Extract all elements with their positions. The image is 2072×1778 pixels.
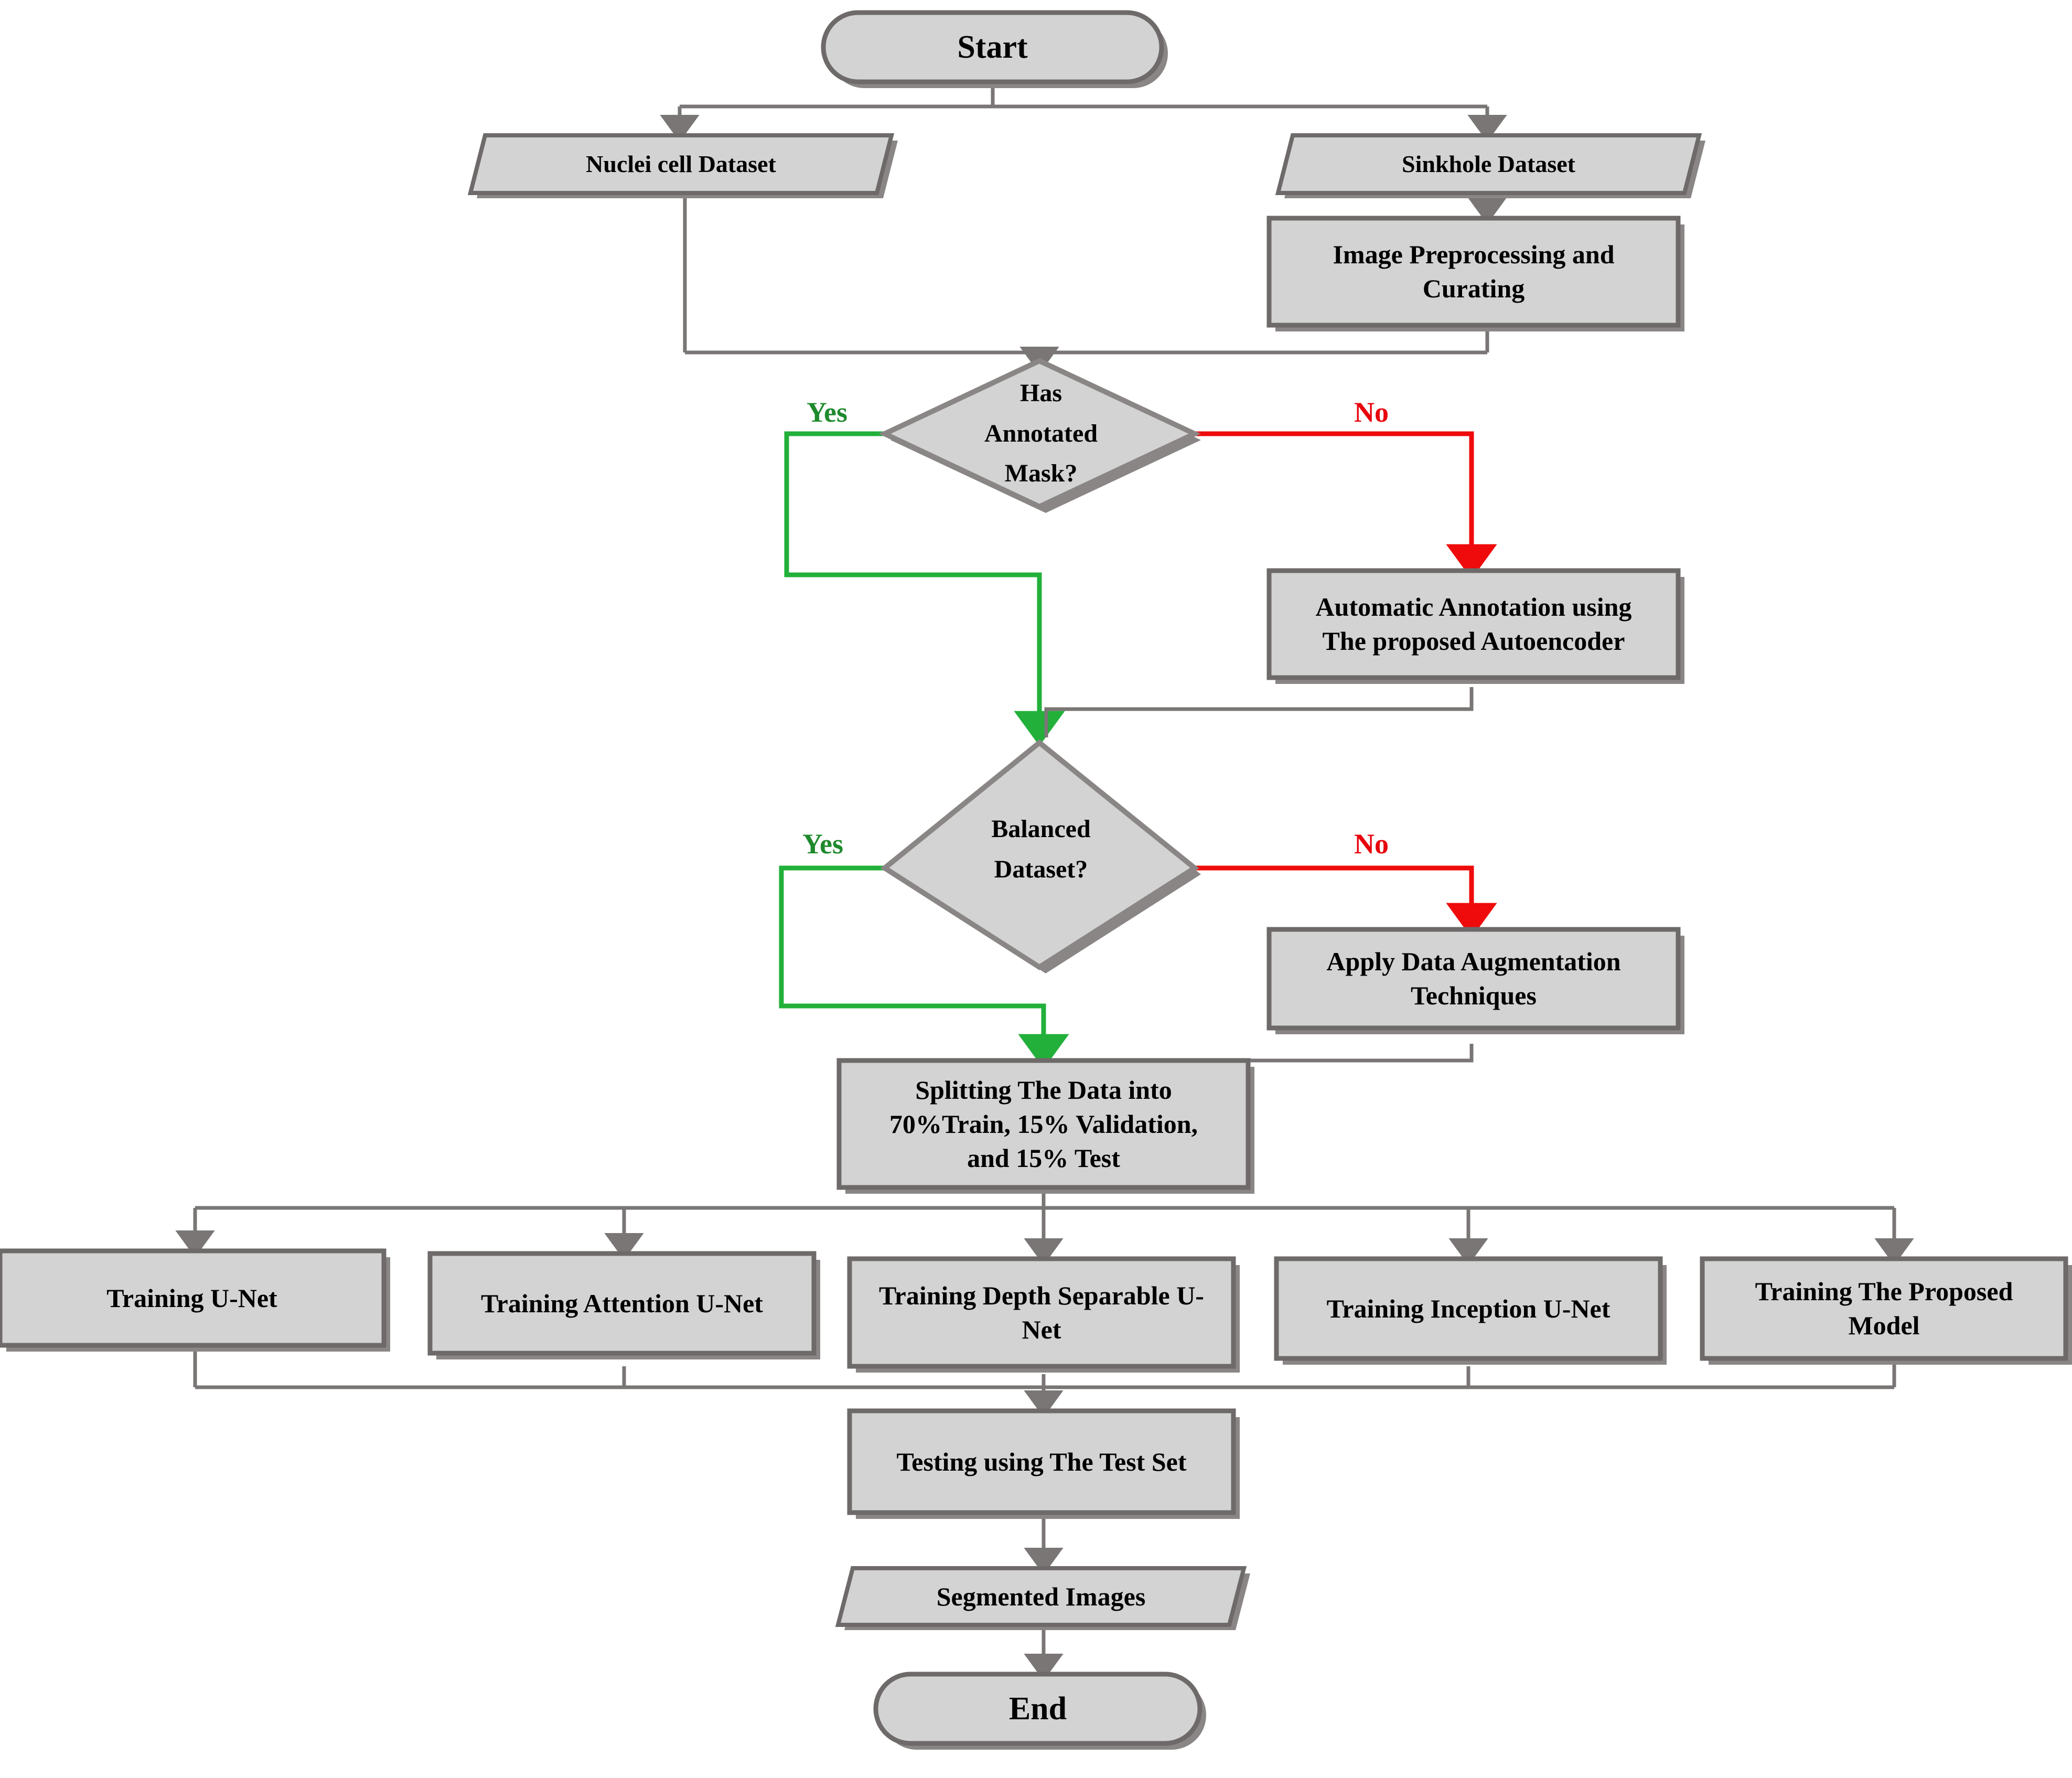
edge-mask-no (1195, 431, 1497, 580)
start-shape[interactable] (821, 10, 1164, 84)
splitting-shape[interactable] (836, 1058, 1251, 1190)
train-proposed-shape[interactable] (1700, 1256, 2068, 1361)
edge-autoannotation-to-decision-balanced (1044, 687, 1474, 737)
segmented-images-shape[interactable] (835, 1566, 1247, 1627)
nuclei-dataset-shape[interactable] (467, 133, 895, 195)
testing-shape[interactable] (847, 1408, 1236, 1515)
edge-balanced-yes (779, 865, 1069, 1069)
edge-augmentation-to-splitting (1049, 1044, 1474, 1063)
decision-balanced-shape[interactable] (880, 739, 1199, 970)
train-unet-shape[interactable] (0, 1248, 387, 1348)
augmentation-shape[interactable] (1266, 927, 1681, 1031)
edge-label-balanced-no: No (1354, 828, 1389, 860)
end-shape[interactable] (873, 1672, 1203, 1746)
edge-label-balanced-yes: Yes (802, 828, 843, 860)
edge-label-mask-no: No (1354, 397, 1389, 428)
decision-mask-shape[interactable] (878, 358, 1201, 510)
preprocessing-shape[interactable] (1266, 216, 1681, 328)
train-inception-shape[interactable] (1274, 1256, 1663, 1361)
train-attention-shape[interactable] (427, 1251, 817, 1356)
edge-mask-yes (784, 431, 1065, 746)
edge-label-mask-yes: Yes (807, 397, 847, 428)
sinkhole-dataset-shape[interactable] (1275, 133, 1702, 195)
edge-balanced-no (1195, 865, 1497, 938)
train-depthsep-shape[interactable] (847, 1256, 1236, 1369)
edge-splitting-fanout (175, 1193, 1914, 1266)
autoannotation-shape[interactable] (1266, 568, 1681, 680)
connector-group (660, 86, 1507, 374)
shape-group (0, 10, 2072, 1750)
